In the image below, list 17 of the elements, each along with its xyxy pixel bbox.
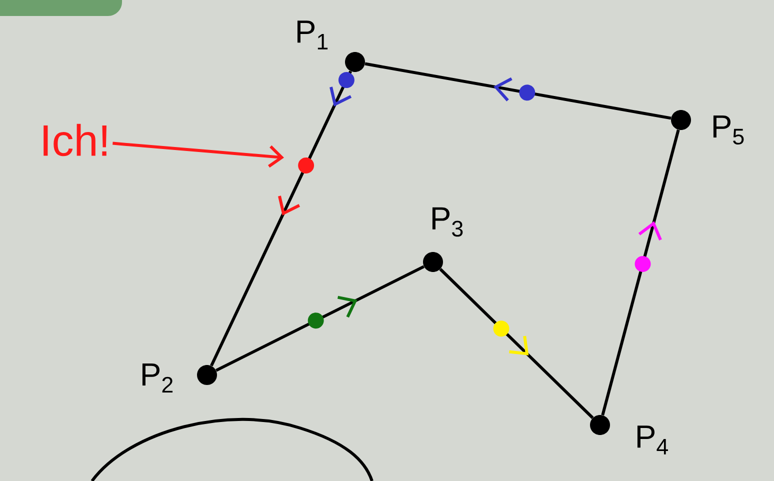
point-dot xyxy=(197,365,217,385)
polygon-edge xyxy=(215,265,425,372)
point-label: P$_{1}$ xyxy=(297,20,328,50)
point-label: P$_{3}$ xyxy=(432,207,463,237)
point-dot xyxy=(671,110,691,130)
point-dot xyxy=(590,415,610,435)
point-label: P$_{2}$ xyxy=(142,363,173,393)
handwritten-note: Ich! xyxy=(44,124,106,156)
polygon-edge xyxy=(601,129,680,416)
polygon-edge xyxy=(364,62,672,120)
polygon-edge xyxy=(210,70,354,366)
point-dot xyxy=(423,252,443,272)
leader-arrow xyxy=(112,142,284,168)
point-label: P$_{5}$ xyxy=(713,115,744,145)
polygon-edge xyxy=(439,268,594,419)
point-label: P$_{4}$ xyxy=(637,426,668,454)
point-dot xyxy=(345,52,365,72)
